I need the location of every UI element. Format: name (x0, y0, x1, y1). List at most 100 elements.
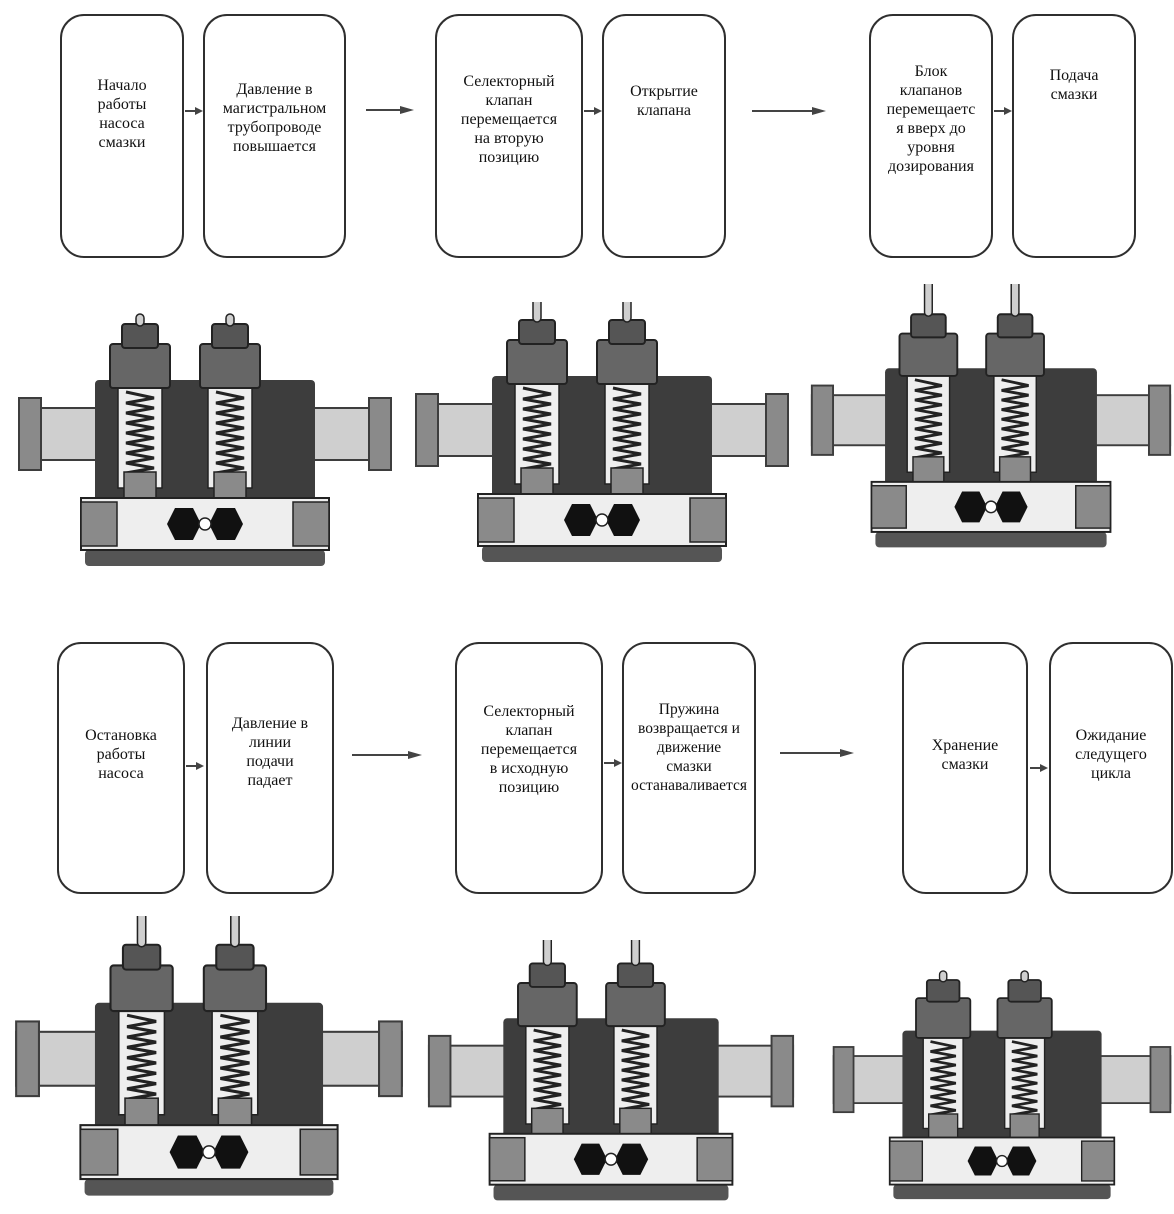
left-valve-cap (111, 965, 173, 1011)
step-box-pump-start: Начало работы насоса смазки (60, 14, 184, 258)
left-cap-top (911, 314, 946, 337)
right-valve-cap (204, 965, 266, 1011)
left-cap-top (530, 963, 565, 986)
valve-illustration-4 (12, 916, 406, 1214)
right-valve-cap (606, 983, 665, 1026)
left-indicator-stem (136, 314, 144, 326)
valve-illustration-3 (808, 284, 1174, 568)
arrow-right-icon (584, 104, 602, 118)
arrow-right-icon (994, 104, 1012, 118)
step-text: Начало работы насоса смазки (97, 76, 146, 256)
left-pipe-nut (812, 386, 833, 455)
right-outlet-fitting (1076, 486, 1111, 528)
right-pipe-nut (379, 1021, 402, 1096)
left-outlet-fitting (490, 1138, 525, 1181)
step-box-lubricant-storage: Хранение смазки (902, 642, 1028, 894)
right-indicator-stem (623, 302, 631, 322)
left-valve-cap (518, 983, 577, 1026)
step-text: Блок клапанов перемещаетс я вверх до уро… (887, 62, 976, 256)
selector-ball (199, 518, 211, 530)
right-pipe-nut (369, 398, 391, 470)
right-outlet-fitting (1082, 1141, 1115, 1181)
right-cap-top (998, 314, 1033, 337)
left-cap-top (122, 324, 158, 348)
left-indicator-stem (533, 302, 541, 322)
left-pipe-nut (16, 1021, 39, 1096)
right-cap-top (212, 324, 248, 348)
valve-base (482, 546, 722, 562)
step-box-spring-returns: Пружина возвращается и движение смазки о… (622, 642, 756, 894)
step-box-pump-stop: Остановка работы насоса (57, 642, 185, 894)
right-cap-top (609, 320, 645, 344)
right-valve-cap (597, 340, 657, 384)
left-piston (125, 1098, 158, 1125)
left-indicator-stem (925, 284, 933, 316)
step-box-lubricant-supply: Подача смазки (1012, 14, 1136, 258)
arrow-right-icon (185, 104, 203, 118)
valve-illustration-2 (412, 302, 792, 570)
left-piston (521, 468, 553, 494)
step-text: Остановка работы насоса (85, 726, 157, 892)
right-valve-cap (986, 334, 1044, 376)
valve-base (85, 1179, 334, 1196)
left-indicator-stem (940, 971, 947, 982)
selector-ball (997, 1156, 1008, 1167)
valve-illustration-6 (830, 956, 1174, 1214)
left-outlet-fitting (872, 486, 907, 528)
valve-illustration-1 (15, 310, 395, 570)
right-piston (1010, 1114, 1039, 1138)
left-piston (929, 1114, 958, 1138)
right-pipe-nut (1149, 386, 1170, 455)
step-box-valve-open: Открытие клапана (602, 14, 726, 258)
left-outlet-fitting (81, 502, 117, 546)
right-valve-cap (200, 344, 260, 388)
right-indicator-stem (231, 916, 239, 947)
right-indicator-stem (226, 314, 234, 326)
left-outlet-fitting (890, 1141, 923, 1181)
arrow-right-icon (752, 104, 826, 118)
left-outlet-fitting (80, 1129, 117, 1175)
right-pipe-nut (772, 1036, 794, 1106)
left-cap-top (519, 320, 555, 344)
step-text: Подача смазки (1050, 66, 1099, 256)
selector-ball (203, 1146, 215, 1158)
right-outlet-fitting (300, 1129, 337, 1175)
left-cap-top (927, 980, 960, 1002)
right-pipe-nut (1150, 1047, 1170, 1112)
valve-base (875, 532, 1106, 547)
step-box-pressure-drops: Давление в линии подачи падает (206, 642, 334, 894)
left-valve-cap (900, 334, 958, 376)
valve-base (85, 550, 325, 566)
step-box-selector-return: Селекторный клапан перемещается в исходн… (455, 642, 603, 894)
left-valve-cap (916, 998, 970, 1038)
step-text: Давление в магистральном трубопроводе по… (223, 80, 326, 256)
right-outlet-fitting (293, 502, 329, 546)
step-text: Пружина возвращается и движение смазки о… (631, 700, 747, 892)
right-cap-top (216, 945, 253, 970)
valve-base (893, 1185, 1110, 1199)
right-outlet-fitting (690, 498, 726, 542)
valve-base (494, 1185, 729, 1201)
right-piston (214, 472, 246, 498)
left-indicator-stem (137, 916, 145, 947)
right-cap-top (618, 963, 653, 986)
left-piston (124, 472, 156, 498)
left-valve-cap (507, 340, 567, 384)
step-box-await-next-cycle: Ожидание следущего цикла (1049, 642, 1173, 894)
step-text: Открытие клапана (630, 82, 698, 256)
left-piston (532, 1108, 563, 1133)
right-indicator-stem (1011, 284, 1019, 316)
selector-ball (596, 514, 608, 526)
step-text: Давление в линии подачи падает (232, 714, 308, 892)
left-valve-cap (110, 344, 170, 388)
step-text: Селекторный клапан перемещается в исходн… (481, 702, 577, 892)
selector-ball (985, 501, 997, 513)
arrow-right-icon (186, 759, 204, 773)
right-valve-cap (997, 998, 1051, 1038)
left-cap-top (123, 945, 160, 970)
step-box-block-moves-up: Блок клапанов перемещаетс я вверх до уро… (869, 14, 993, 258)
right-pipe-nut (766, 394, 788, 466)
right-piston (1000, 457, 1031, 482)
arrow-right-icon (604, 756, 622, 770)
selector-ball (605, 1153, 617, 1165)
